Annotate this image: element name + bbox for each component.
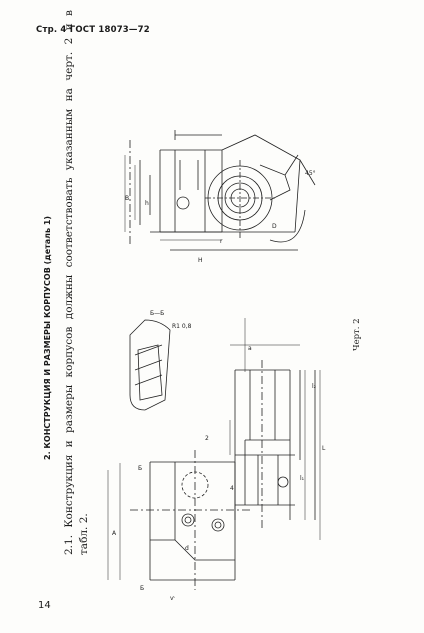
side-view xyxy=(129,130,298,251)
round-view xyxy=(205,134,316,243)
svg-text:A: A xyxy=(112,530,117,537)
section-bb xyxy=(129,319,171,411)
svg-text:Б: Б xyxy=(140,585,144,592)
svg-text:r: r xyxy=(220,238,223,245)
svg-text:4: 4 xyxy=(230,485,234,492)
dimension-lines xyxy=(107,155,321,580)
svg-text:B: B xyxy=(125,195,129,202)
svg-text:l₂: l₂ xyxy=(312,383,317,390)
svg-text:d: d xyxy=(185,545,189,552)
page-number: 14 xyxy=(38,600,51,611)
svg-text:H: H xyxy=(198,257,203,264)
svg-text:l₁: l₁ xyxy=(300,475,305,482)
front-view xyxy=(130,450,250,590)
svg-text:Б: Б xyxy=(138,465,142,472)
svg-text:h: h xyxy=(145,200,149,207)
roughness-label: R1 0,8 xyxy=(172,323,192,330)
svg-text:L: L xyxy=(322,445,326,452)
svg-text:D: D xyxy=(272,223,277,230)
section-bb-label: Б—Б xyxy=(150,310,164,317)
figure-caption: Черт. 2 xyxy=(352,318,362,351)
drawing-labels: Б Б 4 2 a L A B H r D 45° l₂ l₁ h ⱱ d xyxy=(112,170,326,602)
page-header: Стр. 4 ГОСТ 18073—72 xyxy=(36,25,150,35)
svg-text:45°: 45° xyxy=(305,170,316,177)
svg-text:2: 2 xyxy=(205,435,209,442)
svg-text:ⱱ: ⱱ xyxy=(170,595,175,602)
section-view xyxy=(234,360,316,530)
svg-text:a: a xyxy=(248,345,252,352)
